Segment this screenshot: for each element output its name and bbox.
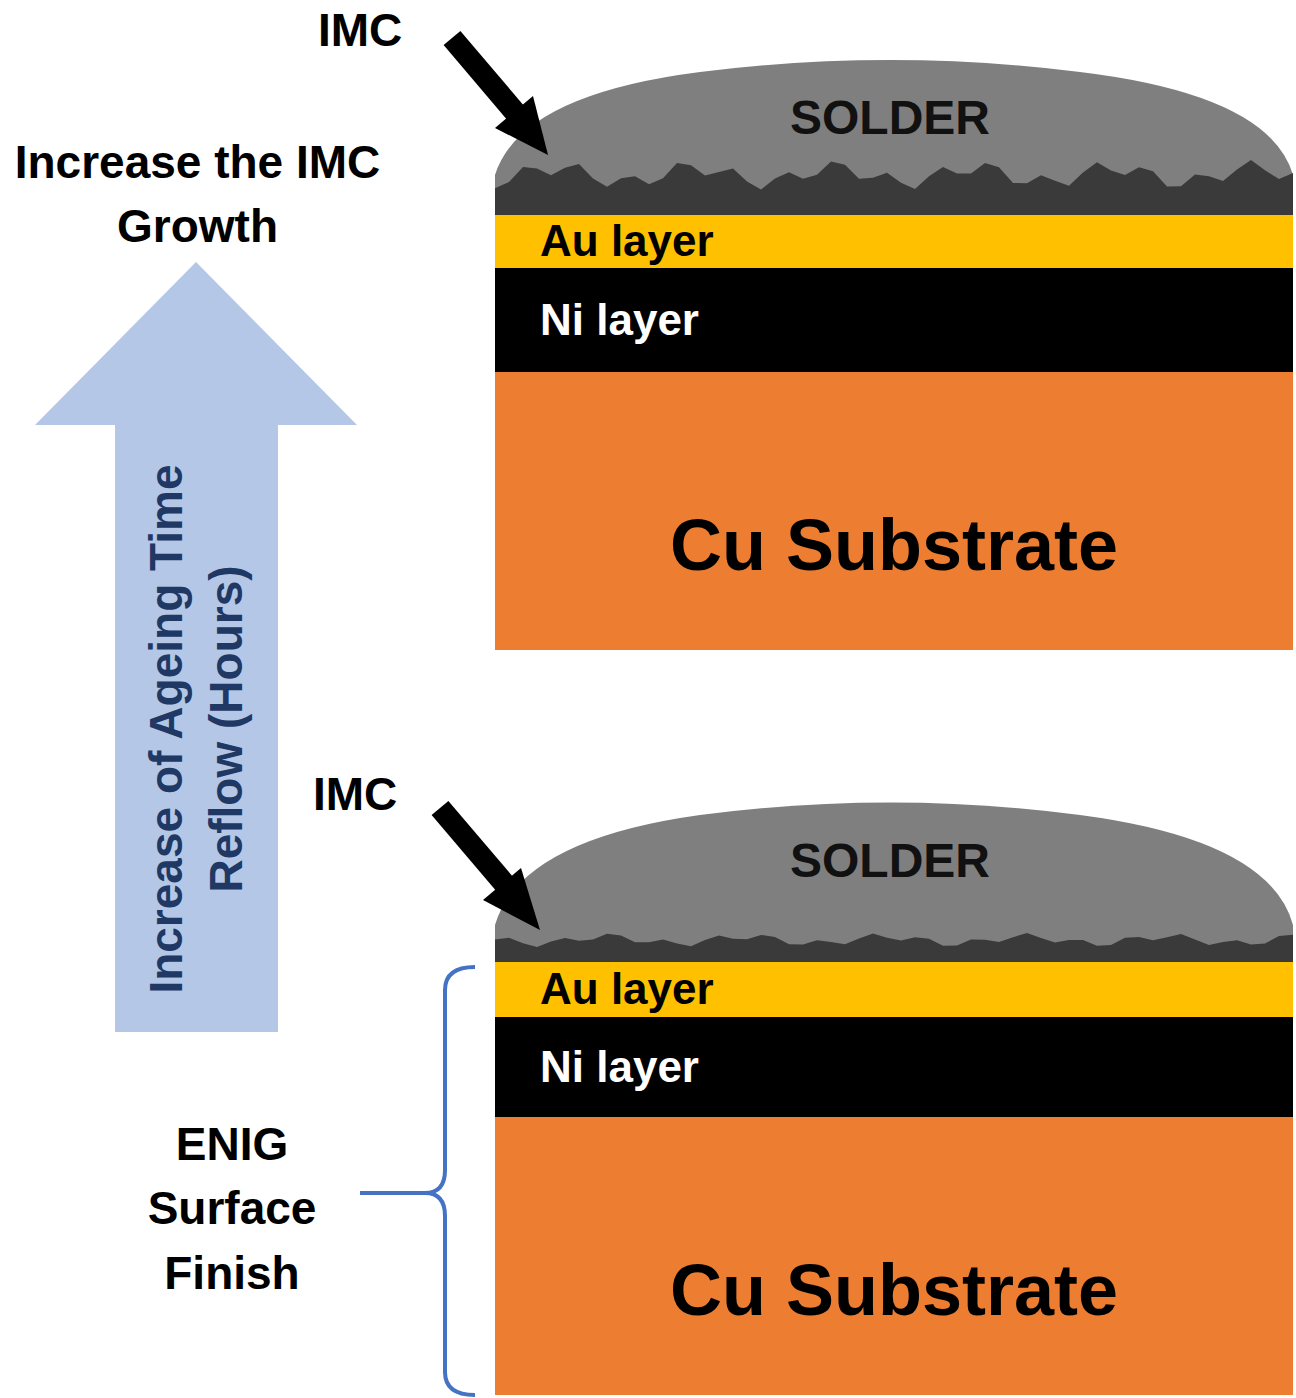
arrow-fill: [35, 262, 357, 1032]
cu-substrate: Cu Substrate: [495, 1117, 1293, 1395]
arrow-shaft: Increase of Ageing Time Reflow (Hours): [115, 425, 278, 1032]
imc-layer: [495, 160, 1293, 216]
layer-label: Ni layer: [540, 296, 699, 344]
au-layer: Au layer: [495, 215, 1293, 268]
layer-label: Cu Substrate: [670, 1251, 1118, 1330]
arrow-shape: [35, 262, 357, 1032]
ni-layer: Ni layer: [495, 1017, 1293, 1117]
au-layer: Au layer: [495, 962, 1293, 1017]
solder-dome: [495, 803, 1293, 951]
ni-layer: Ni layer: [495, 268, 1293, 372]
callout-label: IMC: [313, 762, 453, 826]
solder-body: SOLDER: [600, 825, 1180, 897]
layer-label: Cu Substrate: [670, 506, 1118, 585]
annotation-text: ENIG Surface Finish: [102, 1112, 362, 1305]
cu-substrate: Cu Substrate: [495, 372, 1293, 650]
imc-layer: [495, 933, 1293, 963]
process-arrow: Increase of Ageing Time Reflow (Hours): [35, 262, 357, 1032]
layer-label: Au layer: [540, 965, 714, 1013]
layer-label: Au layer: [540, 217, 714, 265]
pointer-arrow: [452, 38, 548, 155]
arrow-text: Increase of Ageing Time Reflow (Hours): [137, 434, 257, 1024]
pointer-arrow: [440, 808, 540, 930]
bracket: [360, 967, 475, 1395]
layer-label: SOLDER: [790, 92, 990, 145]
solder-body: SOLDER: [600, 82, 1180, 154]
callout-label: IMC: [318, 0, 458, 62]
layer-label: Ni layer: [540, 1043, 699, 1091]
layer-label: SOLDER: [790, 835, 990, 888]
annotation-text: Increase the IMC Growth: [0, 130, 395, 259]
